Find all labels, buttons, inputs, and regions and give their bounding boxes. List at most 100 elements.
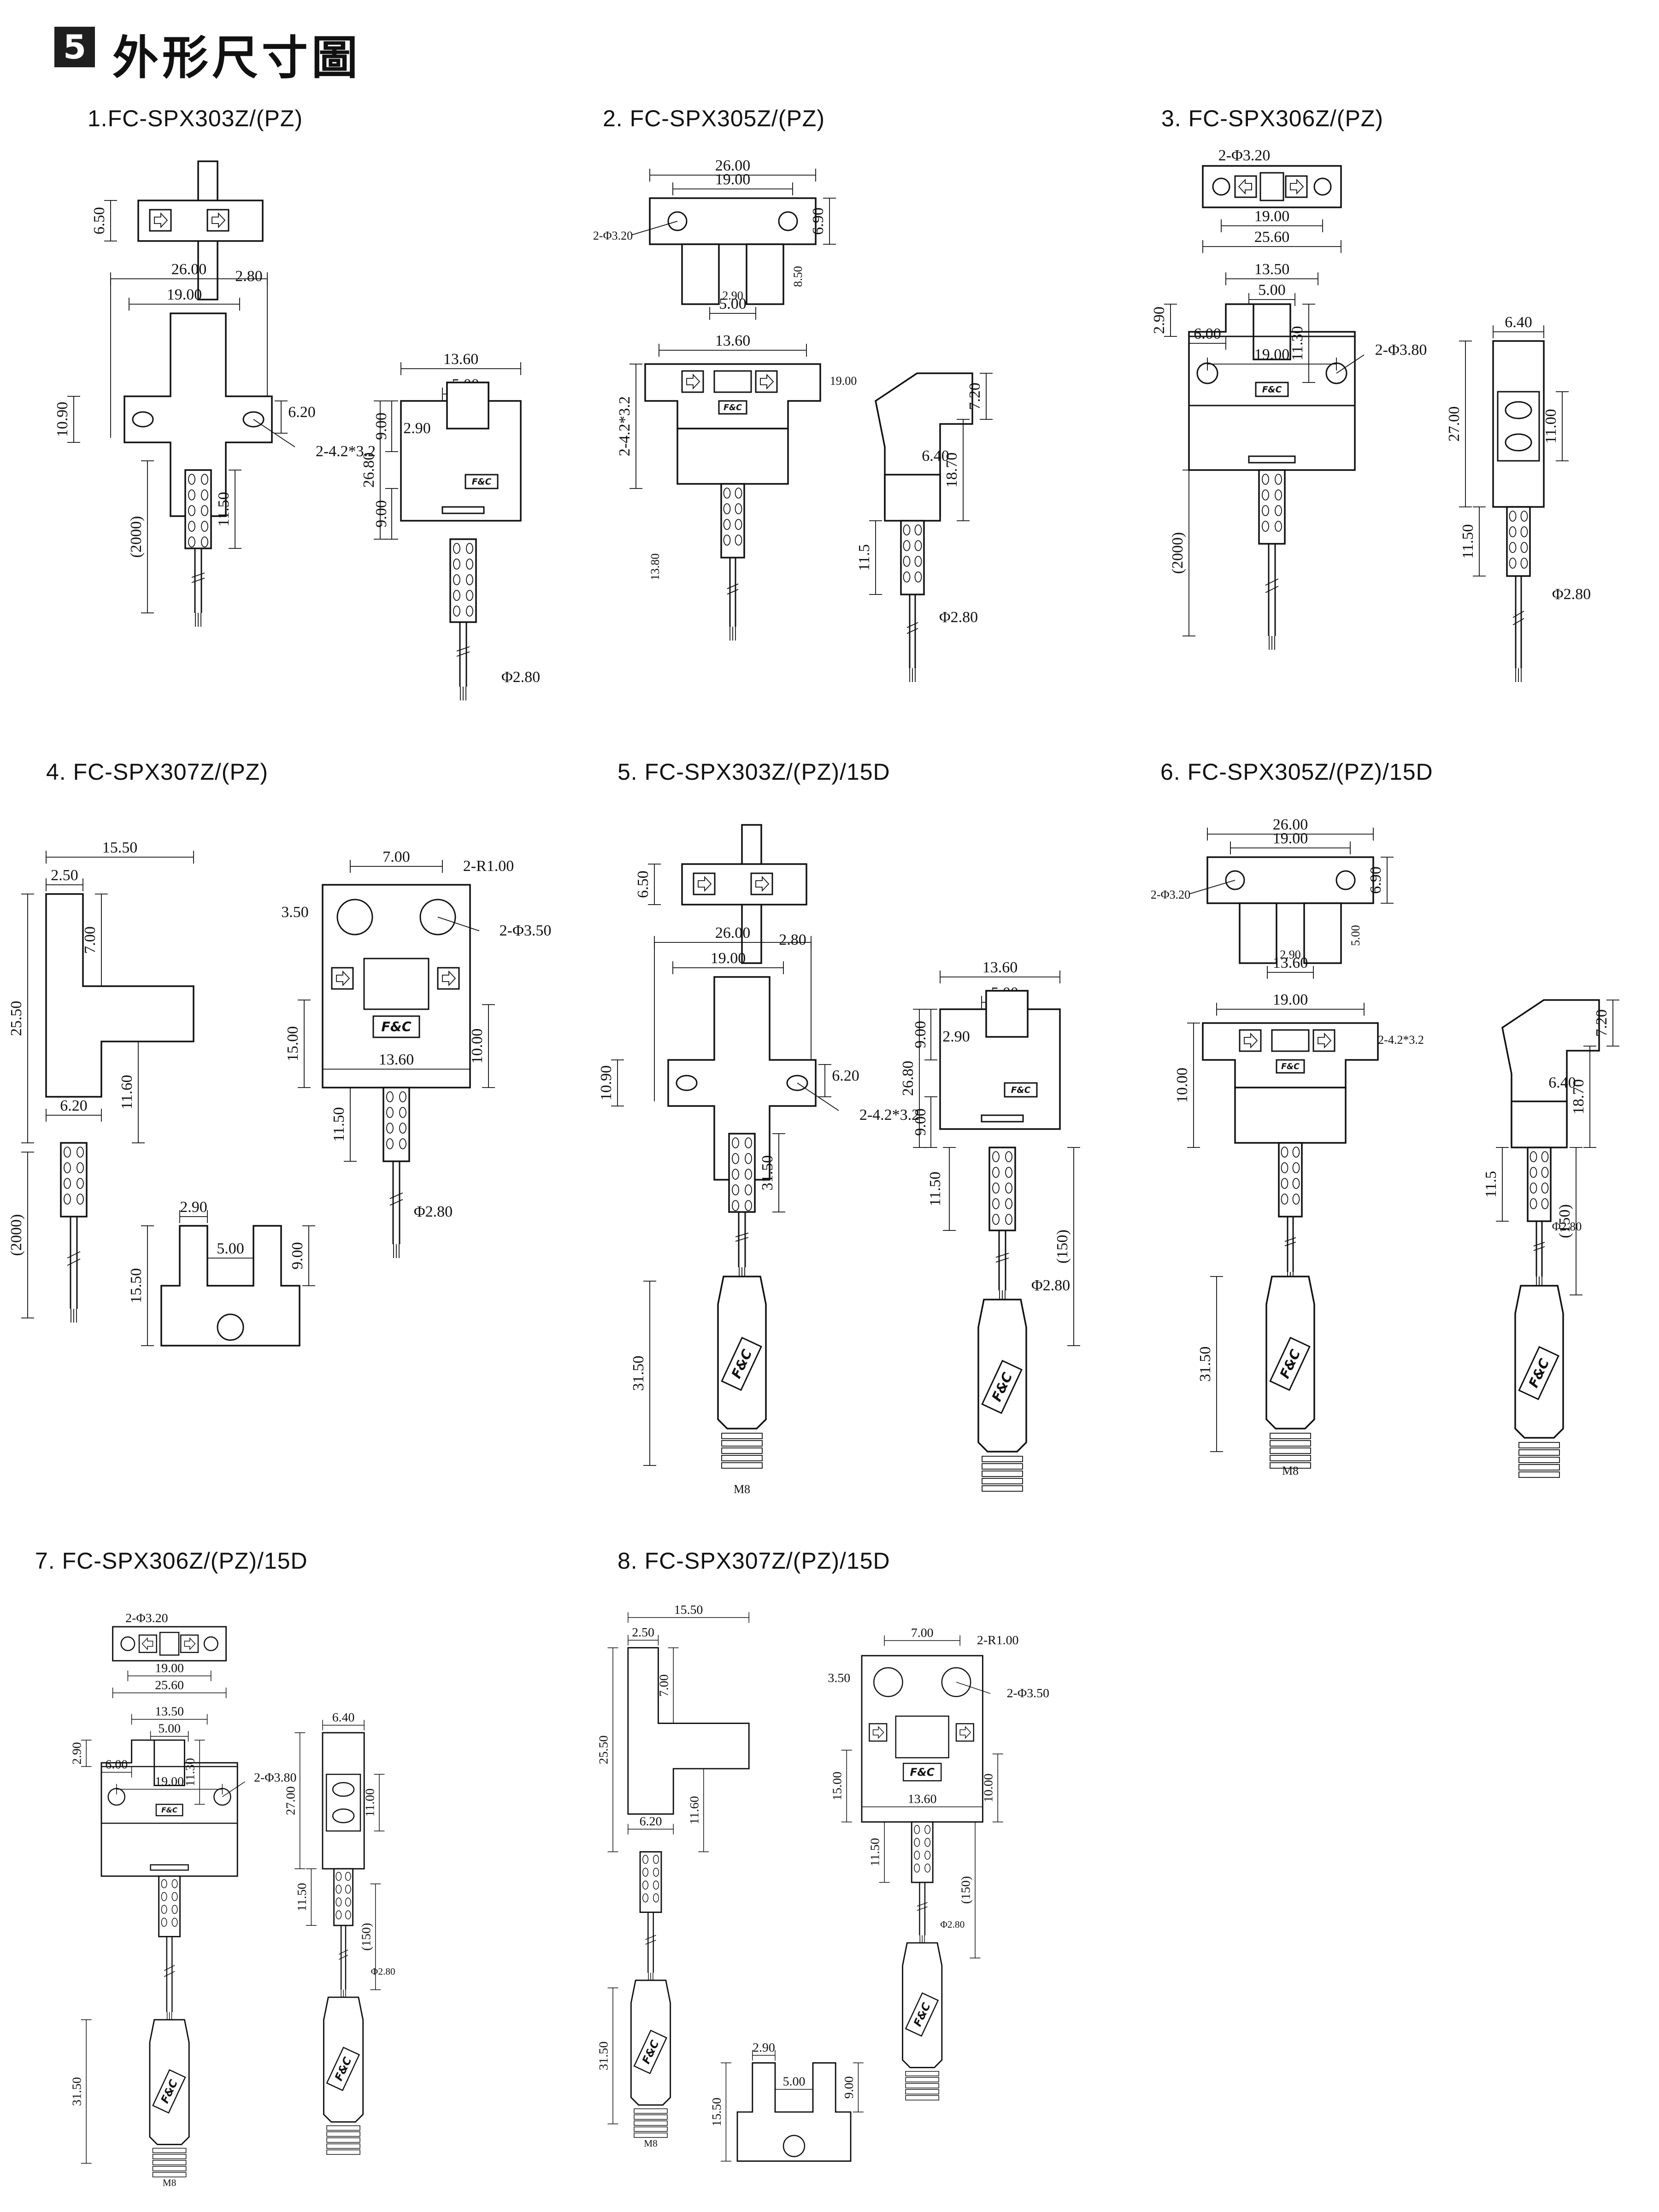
- arrow-icon: [959, 1726, 971, 1739]
- dimension-label: M8: [644, 2138, 658, 2149]
- sensor-front-body: [861, 1655, 983, 1823]
- brand-plate: [1269, 1336, 1311, 1391]
- dimension-label: 15.50: [674, 1603, 703, 1617]
- cable-strain-relief: [1506, 506, 1531, 577]
- arrow-indicator: [206, 209, 229, 232]
- cable-strain-relief: [333, 1868, 354, 1926]
- dimension-label: 31.50: [597, 2041, 611, 2071]
- dimension-label: 9.00: [912, 1108, 929, 1136]
- arrow-icon: [698, 876, 712, 892]
- dimension-label: (150): [1054, 1230, 1071, 1264]
- mounting-hole: [336, 899, 373, 935]
- brand-plate: [155, 1804, 183, 1817]
- brand-plate: [981, 1359, 1023, 1414]
- connector-thread: [152, 2153, 187, 2159]
- dimension-label: 19.00: [155, 1661, 184, 1675]
- slot-fork: [985, 990, 1029, 1038]
- side-hole-band: [1497, 391, 1540, 462]
- mounting-hole: [667, 211, 688, 231]
- model-label-5: 5. FC-SPX303Z/(PZ)/15D: [618, 759, 890, 785]
- dimension-label: 19.00: [1254, 346, 1290, 363]
- dimension-label: M8: [163, 2177, 176, 2188]
- connector-thread: [1518, 1471, 1560, 1478]
- slot-fork-right: [746, 243, 784, 305]
- dimension-label: 19.00: [1254, 208, 1290, 225]
- brand-plate: [1276, 1059, 1305, 1074]
- dimension-label: 11.50: [927, 1171, 944, 1206]
- dimension-label: Φ2.80: [940, 1919, 965, 1930]
- model-label-8: 8. FC-SPX307Z/(PZ)/15D: [618, 1548, 890, 1574]
- dimension-label: 2.90: [70, 1742, 84, 1765]
- connector-thread: [721, 1440, 763, 1447]
- dimension-label: 2-R1.00: [463, 858, 514, 875]
- dimension-label: 9.00: [289, 1242, 306, 1270]
- dimension-label: 8.50: [791, 266, 805, 287]
- side-lower-body: [884, 474, 941, 522]
- brand-plate: [633, 2030, 668, 2074]
- dimension-label: 31.50: [1197, 1347, 1214, 1382]
- dimension-label: 26.00: [715, 924, 751, 941]
- dimension-label: 2-Φ3.50: [1007, 1686, 1049, 1700]
- dimension-label: M8: [1282, 1464, 1299, 1477]
- dimension-label: 26.00: [715, 157, 751, 174]
- slot-fork: [446, 382, 489, 429]
- brand-plate: [718, 400, 747, 415]
- m8-connector-body: [977, 1299, 1027, 1453]
- slot-gap: [1259, 172, 1284, 201]
- dimension-label: 25.50: [597, 1735, 611, 1765]
- connector-thread: [634, 2132, 668, 2138]
- dimension-label: 7.20: [966, 382, 983, 410]
- dimension-label: 19.00: [715, 171, 751, 188]
- slot-fork-left: [1239, 902, 1277, 964]
- dimension-label: 11.60: [687, 1796, 701, 1824]
- indicator-window: [150, 1864, 189, 1871]
- dimension-label: 25.50: [8, 1001, 25, 1036]
- connector-thread: [634, 2114, 668, 2120]
- dimension-label: 11.50: [1459, 524, 1477, 559]
- model-label-6: 6. FC-SPX305Z/(PZ)/15D: [1160, 759, 1433, 785]
- arrow-indicator: [1312, 1029, 1335, 1052]
- sensor-lower-body: [1234, 1087, 1347, 1144]
- dimension-label: 11.5: [856, 544, 873, 571]
- connector-thread: [152, 2172, 187, 2177]
- arrow-icon: [154, 212, 168, 229]
- dimension-label: 6.90: [1367, 866, 1384, 894]
- arrow-icon: [872, 1726, 884, 1739]
- dimension-label: 2-R1.00: [977, 1633, 1019, 1647]
- dimension-label: 6.40: [1548, 1074, 1576, 1091]
- section-number-badge: 5: [54, 27, 95, 67]
- hole-band: [1188, 335, 1356, 406]
- dimension-label: 7.00: [657, 1674, 671, 1697]
- arrow-icon: [1244, 1032, 1258, 1049]
- dimension-label: 11.50: [295, 1883, 309, 1912]
- arrow-icon: [442, 970, 456, 987]
- dimension-label: 2-Φ3.50: [500, 922, 552, 939]
- connector-thread: [905, 2071, 940, 2077]
- brand-logo: F&C: [724, 403, 742, 412]
- arrow-icon: [336, 970, 350, 987]
- dimension-label: (2000): [128, 516, 145, 558]
- dimension-label: 26.80: [900, 1061, 917, 1096]
- dimension-label: 2.80: [779, 931, 806, 948]
- dimension-label: 10.90: [54, 402, 71, 437]
- model-2-views: 26.0019.002-Φ3.206.908.505.002.9013.60F&…: [593, 157, 857, 641]
- brand-plate: [372, 1015, 420, 1038]
- dimension-label: 11.50: [330, 1107, 347, 1141]
- model-label-7: 7. FC-SPX306Z/(PZ)/15D: [35, 1548, 308, 1574]
- dimension-label: 31.50: [759, 1155, 776, 1191]
- connector-thread: [905, 2083, 940, 2088]
- sensor-l-body: [627, 1647, 750, 1815]
- mounting-flange: [649, 197, 817, 245]
- arrow-indicator: [755, 370, 778, 393]
- dimension-label: 2.90: [1280, 948, 1301, 961]
- dimension-label: 25.60: [1254, 229, 1290, 246]
- brand-plate: [1004, 1082, 1038, 1098]
- connector-thread: [326, 2143, 360, 2149]
- connector-thread: [905, 2077, 940, 2083]
- dimension-label: 6.20: [832, 1067, 859, 1084]
- dimension-label: 6.90: [810, 207, 827, 235]
